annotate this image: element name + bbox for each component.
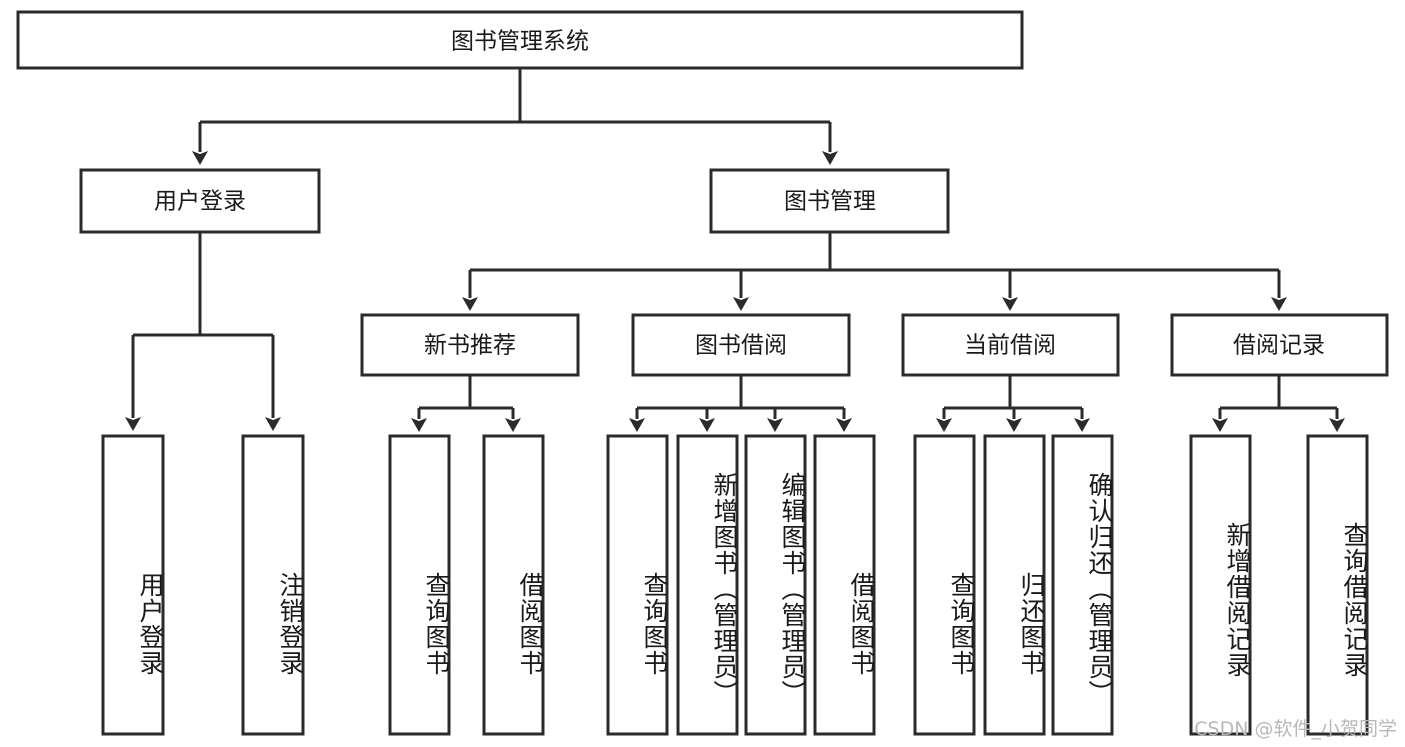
node-leaf-return-book-box[interactable] — [983, 434, 1046, 736]
node-current-borrow[interactable]: 当前借阅 — [901, 313, 1120, 377]
node-borrow-record-box[interactable] — [1170, 313, 1389, 377]
node-leaf-add-book-box[interactable] — [676, 434, 739, 736]
node-leaf-confirm-return-box[interactable] — [1051, 434, 1114, 736]
node-book-borrow[interactable]: 图书借阅 — [631, 313, 851, 377]
node-leaf-query-record-box[interactable] — [1306, 434, 1369, 736]
node-leaf-borrow-book-1-box[interactable] — [482, 434, 545, 736]
node-leaf-logout-box[interactable] — [241, 434, 305, 736]
node-current-borrow-box[interactable] — [901, 313, 1120, 377]
node-book-manage-box[interactable] — [709, 168, 950, 234]
node-leaf-query-book-1-box[interactable] — [388, 434, 451, 736]
node-leaf-add-record-box[interactable] — [1189, 434, 1252, 736]
node-user-login-box[interactable] — [79, 168, 321, 234]
node-book-borrow-label: 图书借阅 — [695, 333, 787, 359]
node-user-login[interactable]: 用户登录 — [79, 168, 321, 234]
node-book-manage-label: 图书管理 — [784, 189, 876, 215]
csdn-watermark: CSDN @软件_小贺同学 — [1194, 718, 1397, 740]
node-book-manage[interactable]: 图书管理 — [709, 168, 950, 234]
node-root[interactable]: 图书管理系统 — [16, 10, 1024, 70]
node-new-book-rec[interactable]: 新书推荐 — [360, 313, 580, 377]
node-user-login-label: 用户登录 — [154, 189, 246, 215]
node-current-borrow-label: 当前借阅 — [964, 333, 1056, 359]
node-new-book-rec-box[interactable] — [360, 313, 580, 377]
node-borrow-record[interactable]: 借阅记录 — [1170, 313, 1389, 377]
node-new-book-rec-label: 新书推荐 — [424, 333, 516, 359]
node-leaf-user-login-box[interactable] — [101, 434, 165, 736]
connector-group — [125, 68, 1345, 432]
leaf-box-group — [101, 434, 1369, 736]
node-leaf-query-book-3-box[interactable] — [913, 434, 976, 736]
node-book-borrow-box[interactable] — [631, 313, 851, 377]
node-borrow-record-label: 借阅记录 — [1233, 333, 1325, 359]
node-root-box[interactable] — [16, 10, 1024, 70]
node-leaf-edit-book-box[interactable] — [744, 434, 807, 736]
node-leaf-borrow-book-2-box[interactable] — [813, 434, 876, 736]
node-root-label: 图书管理系统 — [451, 29, 589, 55]
node-leaf-query-book-2-box[interactable] — [606, 434, 669, 736]
